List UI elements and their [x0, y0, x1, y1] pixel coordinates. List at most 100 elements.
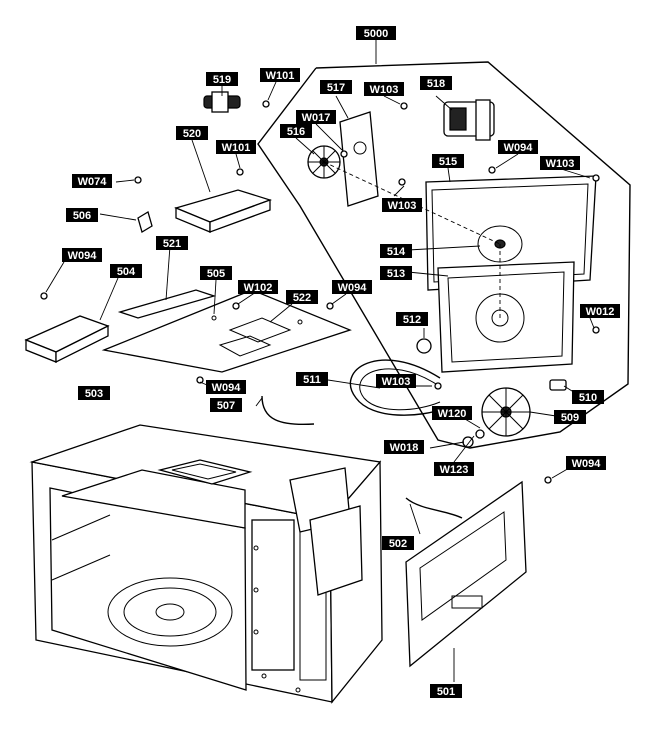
oven-cavity-frame	[29, 424, 383, 704]
label-W120: W120	[432, 406, 472, 420]
cylinder-510	[549, 379, 567, 391]
label-W018-text: W018	[390, 442, 419, 454]
label-W102: W102	[238, 280, 278, 294]
label-W094b: W094	[62, 248, 102, 262]
label-W101a: W101	[260, 68, 300, 82]
leader-lines	[45, 40, 595, 682]
label-511-text: 511	[303, 374, 321, 386]
knob-512	[416, 338, 432, 354]
motor-bracket-517	[339, 111, 379, 207]
label-502: 502	[382, 536, 414, 550]
label-W103c: W103	[382, 198, 422, 212]
wire-harness-502	[405, 497, 463, 519]
label-W101b-text: W101	[222, 142, 251, 154]
sensor-519	[203, 91, 241, 113]
label-513: 513	[380, 266, 412, 280]
label-517: 517	[320, 80, 352, 94]
label-515-text: 515	[439, 156, 457, 168]
label-514: 514	[380, 244, 412, 258]
label-W017: W017	[296, 110, 336, 124]
assembly-5000-boundary	[257, 61, 631, 449]
label-506: 506	[66, 208, 98, 222]
label-503: 503	[78, 386, 110, 400]
label-505: 505	[200, 266, 232, 280]
label-501: 501	[430, 684, 462, 698]
screws	[40, 100, 600, 484]
label-518-text: 518	[427, 78, 445, 90]
motor-518	[443, 99, 495, 141]
label-W094c-text: W094	[338, 282, 368, 294]
label-W094b-text: W094	[68, 250, 98, 262]
base-plate-505	[101, 289, 352, 373]
label-517-text: 517	[327, 82, 345, 94]
label-506-text: 506	[73, 210, 91, 222]
label-W094d: W094	[206, 380, 246, 394]
cover-520	[174, 189, 273, 233]
label-521: 521	[156, 236, 188, 250]
label-W103a: W103	[364, 82, 404, 96]
label-W103b: W103	[540, 156, 580, 170]
label-W012: W012	[580, 304, 620, 318]
label-W103d-text: W103	[382, 376, 411, 388]
convection-box-513	[437, 261, 575, 373]
label-W101a-text: W101	[266, 70, 295, 82]
label-505-text: 505	[207, 268, 225, 280]
label-513-text: 513	[387, 268, 405, 280]
label-W103b-text: W103	[546, 158, 575, 170]
label-509-text: 509	[561, 412, 579, 424]
label-510: 510	[572, 390, 604, 404]
label-502-text: 502	[389, 538, 407, 550]
label-519: 519	[206, 72, 238, 86]
label-W103a-text: W103	[370, 84, 399, 96]
clip-506	[137, 211, 153, 233]
label-W094e-text: W094	[572, 458, 602, 470]
heater-coil-511	[349, 359, 447, 416]
label-W103d: W103	[376, 374, 416, 388]
label-W074: W074	[72, 174, 112, 188]
label-520: 520	[176, 126, 208, 140]
label-516: 516	[280, 124, 312, 138]
wire-507	[261, 395, 315, 426]
label-501-text: 501	[437, 686, 455, 698]
label-W094c: W094	[332, 280, 372, 294]
label-519-text: 519	[213, 74, 231, 86]
label-509: 509	[554, 410, 586, 424]
bracket-504	[24, 315, 110, 364]
label-W094e: W094	[566, 456, 606, 470]
bracket-521	[117, 289, 217, 319]
label-516-text: 516	[287, 126, 305, 138]
label-W074-text: W074	[78, 176, 108, 188]
label-503-text: 503	[85, 388, 103, 400]
label-504-text: 504	[117, 266, 136, 278]
label-507-text: 507	[217, 400, 235, 412]
label-512-text: 512	[403, 314, 421, 326]
label-504: 504	[110, 264, 142, 278]
label-W012-text: W012	[586, 306, 615, 318]
side-panel-501	[405, 480, 527, 668]
label-W017-text: W017	[302, 112, 331, 124]
label-515: 515	[432, 154, 464, 168]
label-522: 522	[286, 290, 318, 304]
label-W094a-text: W094	[504, 142, 534, 154]
label-520-text: 520	[183, 128, 201, 140]
fan-wheel-509	[481, 387, 531, 437]
label-W120-text: W120	[438, 408, 467, 420]
label-W123-text: W123	[440, 464, 469, 476]
label-W102-text: W102	[244, 282, 273, 294]
label-5000-text: 5000	[364, 28, 388, 40]
label-W094a: W094	[498, 140, 538, 154]
label-512: 512	[396, 312, 428, 326]
heater-housing-515	[425, 175, 597, 291]
label-W018: W018	[384, 440, 424, 454]
label-522-text: 522	[293, 292, 311, 304]
label-W103c-text: W103	[388, 200, 417, 212]
label-518: 518	[420, 76, 452, 90]
label-W101b: W101	[216, 140, 256, 154]
label-510-text: 510	[579, 392, 597, 404]
label-511: 511	[296, 372, 328, 386]
label-5000: 5000	[356, 26, 396, 40]
label-W123: W123	[434, 462, 474, 476]
label-521-text: 521	[163, 238, 181, 250]
label-W094d-text: W094	[212, 382, 242, 394]
